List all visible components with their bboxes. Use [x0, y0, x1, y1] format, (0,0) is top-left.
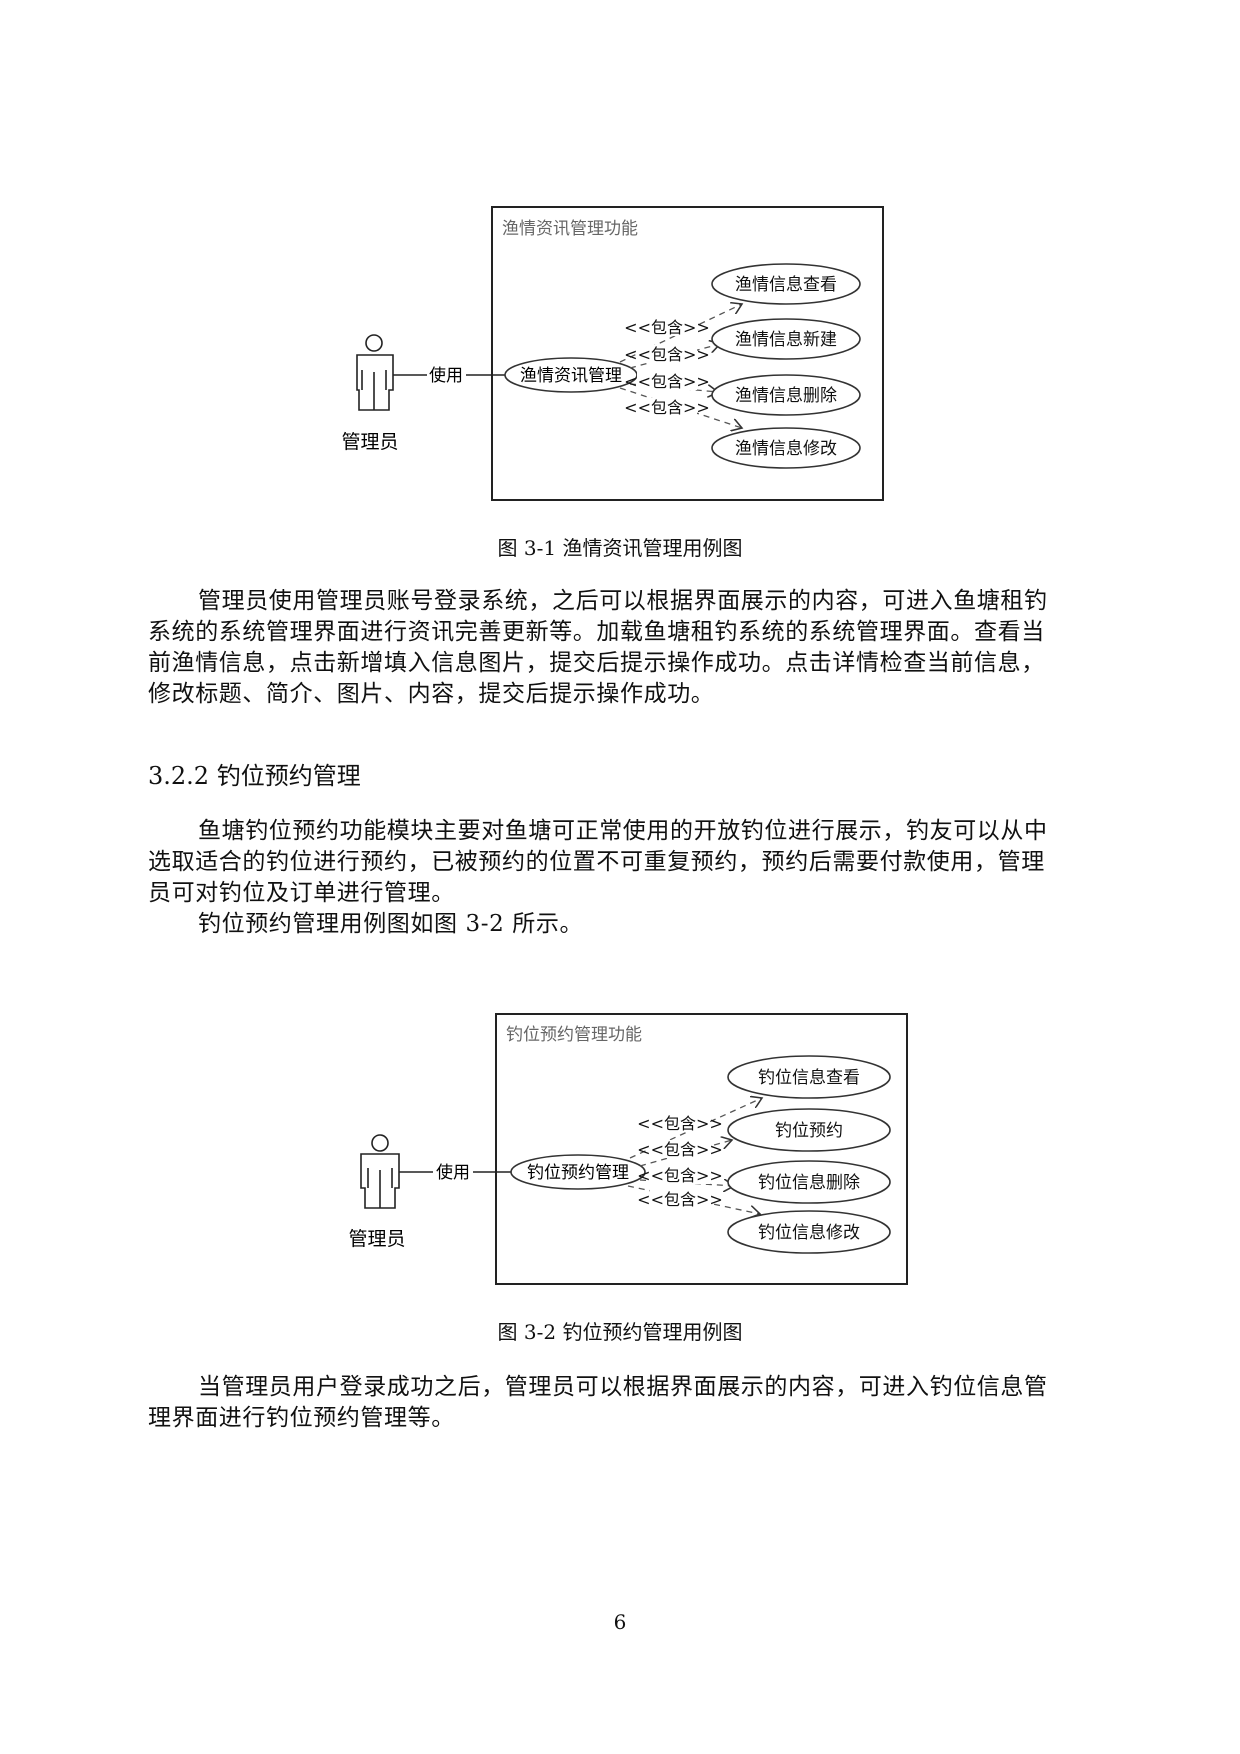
use-case-create: 渔情信息新建 [735, 330, 837, 350]
use-case-edit: 钓位信息修改 [758, 1223, 860, 1243]
actor-label: 管理员 [348, 1228, 405, 1250]
system-title: 渔情资讯管理功能 [502, 219, 638, 239]
include-label: <<包含>> [624, 398, 710, 417]
figure-caption-2: 图 3-2 钓位预约管理用例图 [497, 1320, 743, 1344]
use-case-view: 渔情信息查看 [735, 275, 837, 295]
main-use-case [510, 1154, 646, 1190]
include-label: <<包含>> [624, 372, 710, 391]
include-label: <<包含>> [637, 1190, 723, 1209]
include-label: <<包含>> [637, 1114, 723, 1133]
paragraph-2: 鱼塘钓位预约功能模块主要对鱼塘可正常使用的开放钓位进行展示，钓友可以从中 选取适… [148, 818, 1048, 937]
association-label: 使用 [436, 1162, 470, 1183]
association-label: 使用 [429, 365, 463, 386]
include-label: <<包含>> [637, 1166, 723, 1185]
include-label: <<包含>> [624, 345, 710, 364]
use-case-diagram-2: 钓位预约管理功能 管理员 使用 钓位预约管理 <<包含>> <<包含>> <<包… [348, 1013, 908, 1285]
use-case-view: 钓位信息查看 [758, 1068, 860, 1088]
actor-label: 管理员 [341, 431, 398, 453]
system-title: 钓位预约管理功能 [506, 1025, 642, 1045]
section-heading: 3.2.2 钓位预约管理 [148, 762, 361, 790]
system-boundary [495, 1013, 908, 1285]
figure-caption-1: 图 3-1 渔情资讯管理用例图 [497, 536, 743, 560]
paragraph-1: 管理员使用管理员账号登录系统，之后可以根据界面展示的内容，可进入鱼塘租钓 系统的… [148, 588, 1048, 707]
include-label: <<包含>> [624, 318, 710, 337]
paragraph-3: 当管理员用户登录成功之后，管理员可以根据界面展示的内容，可进入钓位信息管 理界面… [148, 1374, 1048, 1431]
main-use-case-label: 钓位预约管理 [527, 1163, 629, 1183]
use-case-delete: 渔情信息删除 [735, 386, 837, 406]
main-use-case-label: 渔情资讯管理 [520, 366, 622, 386]
page-number: 6 [613, 1610, 627, 1634]
include-label: <<包含>> [637, 1140, 723, 1159]
use-case-diagram-1: 渔情资讯管理功能 管理员 使用 渔情资讯管理 <<包含>> <<包含>> <<包… [341, 206, 884, 501]
system-boundary [491, 206, 884, 501]
use-case-delete: 钓位信息删除 [758, 1173, 860, 1193]
use-case-reserve: 钓位预约 [775, 1121, 843, 1141]
actor-icon [360, 1134, 400, 1209]
actor-icon [356, 334, 394, 411]
use-case-edit: 渔情信息修改 [735, 439, 837, 459]
